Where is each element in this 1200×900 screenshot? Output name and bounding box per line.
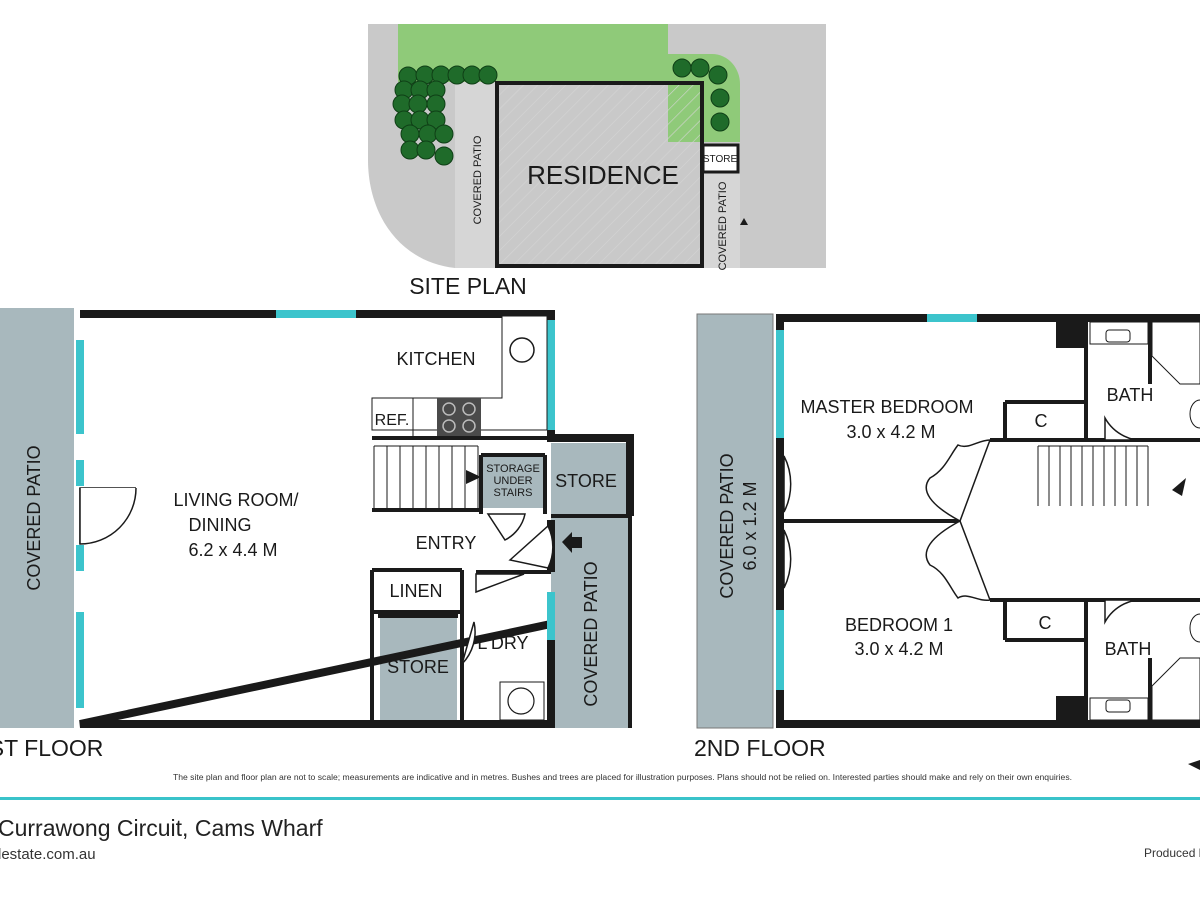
living-size-label: 6.2 x 4.4 M	[188, 540, 277, 560]
tree-icon	[462, 65, 482, 85]
bath-fixtures-bottom	[1089, 613, 1200, 721]
second-floor-covered-patio-label: COVERED PATIO	[717, 453, 737, 598]
north-arrow-icon	[1188, 760, 1200, 770]
store-top-label: STORE	[555, 471, 617, 491]
living-label-line2: DINING	[189, 515, 252, 535]
living-label-line1: LIVING ROOM/	[173, 490, 298, 510]
first-floor-entry-patio-fill	[551, 516, 630, 728]
tree-icon	[392, 94, 412, 114]
second-floor-stairs	[1037, 445, 1149, 506]
storage-label-line2: UNDER	[493, 475, 532, 487]
master-bedroom-size: 3.0 x 4.2 M	[846, 422, 935, 442]
second-floor-doors	[783, 415, 1151, 625]
property-address: Currawong Circuit, Cams Wharf	[0, 815, 323, 841]
tree-icon	[416, 140, 436, 160]
first-floor-doors	[79, 487, 554, 665]
tree-icon	[400, 124, 420, 144]
bedroom1-label: BEDROOM 1	[845, 615, 953, 635]
tree-icon	[478, 65, 498, 85]
site-store-outline	[701, 143, 740, 174]
site-plan: RESIDENCE STORE COVERED PATIO COVERED PA…	[368, 24, 826, 299]
tree-icon	[418, 124, 438, 144]
tree-icon	[400, 140, 420, 160]
tree-icon	[426, 94, 446, 114]
store-bottom-label: STORE	[387, 657, 449, 677]
bath-fixtures-top	[1089, 321, 1200, 429]
closet-bottom-label: C	[1039, 613, 1052, 633]
storage-label-line1: STORAGE	[486, 463, 540, 475]
kitchen-sink-icon	[509, 337, 535, 363]
stairs-direction-arrow-icon	[466, 470, 481, 484]
tree-icon	[434, 146, 454, 166]
storage-label-line3: STAIRS	[494, 487, 533, 499]
closet-top-label: C	[1035, 411, 1048, 431]
first-floor-covered-patio	[0, 308, 74, 728]
site-plan-title: SITE PLAN	[409, 273, 527, 299]
disclaimer-text: The site plan and floor plan are not to …	[172, 772, 1073, 782]
first-floor-covered-patio-label: COVERED PATIO	[24, 445, 44, 590]
stairs-down-arrow-icon	[1172, 478, 1186, 496]
first-floor-plan: COVERED PATIO	[0, 308, 634, 761]
tree-icon	[710, 88, 730, 108]
second-floor-covered-patio-size: 6.0 x 1.2 M	[740, 481, 760, 570]
tree-icon	[708, 65, 728, 85]
entry-arrow-icon	[562, 532, 582, 553]
first-floor-interior-walls	[370, 436, 632, 728]
second-floor-windows	[776, 314, 977, 690]
ref-label: REF.	[375, 412, 410, 429]
tree-icon	[690, 58, 710, 78]
cooktop-icon	[437, 398, 481, 436]
tree-icon	[672, 58, 692, 78]
produced-by-credit: Produced by	[1144, 846, 1200, 860]
residence-label: RESIDENCE	[527, 160, 679, 190]
site-trees	[392, 58, 730, 166]
second-floor-plan: COVERED PATIO 6.0 x 1.2 M	[694, 313, 1200, 770]
residence-outline	[495, 81, 704, 268]
site-patio-right	[704, 172, 740, 268]
first-floor-title: 1ST FLOOR	[0, 735, 103, 761]
bedroom1-size: 3.0 x 4.2 M	[854, 639, 943, 659]
tree-icon	[710, 112, 730, 132]
kitchen-counter	[371, 315, 548, 431]
entry-label: ENTRY	[416, 533, 477, 553]
tree-icon	[434, 124, 454, 144]
site-patio-left-label: COVERED PATIO	[472, 135, 484, 224]
second-floor-interior-walls	[780, 322, 1200, 720]
kitchen-label: KITCHEN	[396, 349, 475, 369]
first-floor-store-bottom-fill	[380, 617, 457, 720]
second-floor-covered-patio	[696, 313, 774, 729]
first-floor-store-top-fill	[551, 443, 626, 516]
first-floor-stairs	[373, 445, 479, 508]
agency-website[interactable]: lestate.com.au	[0, 846, 96, 863]
laundry-label: L'DRY	[477, 633, 528, 653]
bath-bottom-label: BATH	[1105, 639, 1152, 659]
linen-label: LINEN	[389, 581, 442, 601]
footer-rule	[0, 797, 1200, 800]
first-floor-windows	[76, 310, 555, 708]
site-store-label: STORE	[703, 154, 738, 165]
bath-top-label: BATH	[1107, 385, 1154, 405]
site-entry-arrow-icon	[740, 218, 748, 225]
master-bedroom-label: MASTER BEDROOM	[800, 397, 973, 417]
second-floor-title: 2ND FLOOR	[694, 735, 826, 761]
site-patio-right-label: COVERED PATIO	[717, 181, 729, 270]
site-patio-left	[455, 82, 495, 268]
tree-icon	[408, 94, 428, 114]
first-floor-storage-stairs-fill	[481, 455, 543, 508]
entry-patio-label: COVERED PATIO	[581, 561, 601, 706]
